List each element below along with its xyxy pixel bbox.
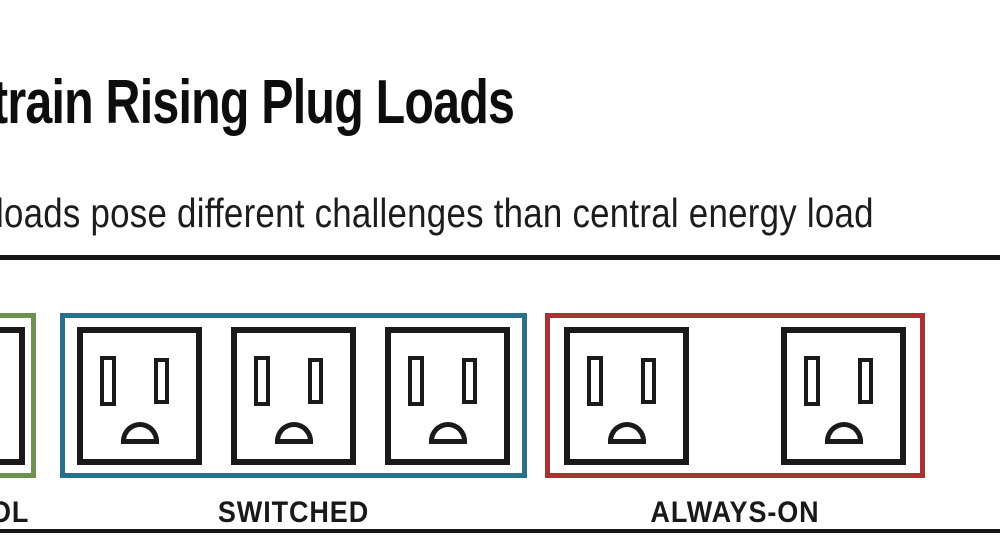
outlet-slot-left-icon — [408, 355, 424, 406]
top-divider-rule — [0, 255, 1000, 260]
outlet-ground-icon — [607, 421, 646, 444]
bottom-divider-rule — [0, 529, 1000, 533]
power-outlet-icon — [231, 326, 356, 465]
power-outlet-icon — [385, 326, 510, 465]
group-label-control: OL — [0, 496, 30, 529]
outlet-slot-left-icon — [254, 355, 270, 406]
outlet-slot-left-icon — [100, 355, 116, 406]
page-title: train Rising Plug Loads — [0, 67, 515, 137]
power-outlet-icon — [781, 326, 906, 465]
power-outlet-icon — [77, 326, 202, 465]
power-outlet-icon — [0, 326, 25, 465]
outlet-slot-right-icon — [154, 357, 169, 404]
outlet-slot-right-icon — [308, 357, 323, 404]
group-label-always-on: ALWAYS-ON — [650, 496, 820, 529]
outlet-ground-icon — [824, 421, 863, 444]
outlet-ground-icon — [274, 421, 313, 444]
outlet-slot-right-icon — [858, 357, 873, 404]
outlet-group-control — [0, 313, 36, 478]
outlet-slot-left-icon — [587, 355, 603, 406]
group-label-switched: SWITCHED — [217, 496, 370, 529]
outlet-slot-left-icon — [804, 355, 820, 406]
page-subtitle: loads pose different challenges than cen… — [0, 190, 874, 236]
outlet-group-always-on — [545, 313, 925, 478]
outlet-group-switched — [60, 313, 527, 478]
outlet-ground-icon — [428, 421, 467, 444]
power-outlet-icon — [564, 326, 689, 465]
outlet-slot-right-icon — [641, 357, 656, 404]
outlet-ground-icon — [120, 421, 159, 444]
outlet-slot-right-icon — [462, 357, 477, 404]
